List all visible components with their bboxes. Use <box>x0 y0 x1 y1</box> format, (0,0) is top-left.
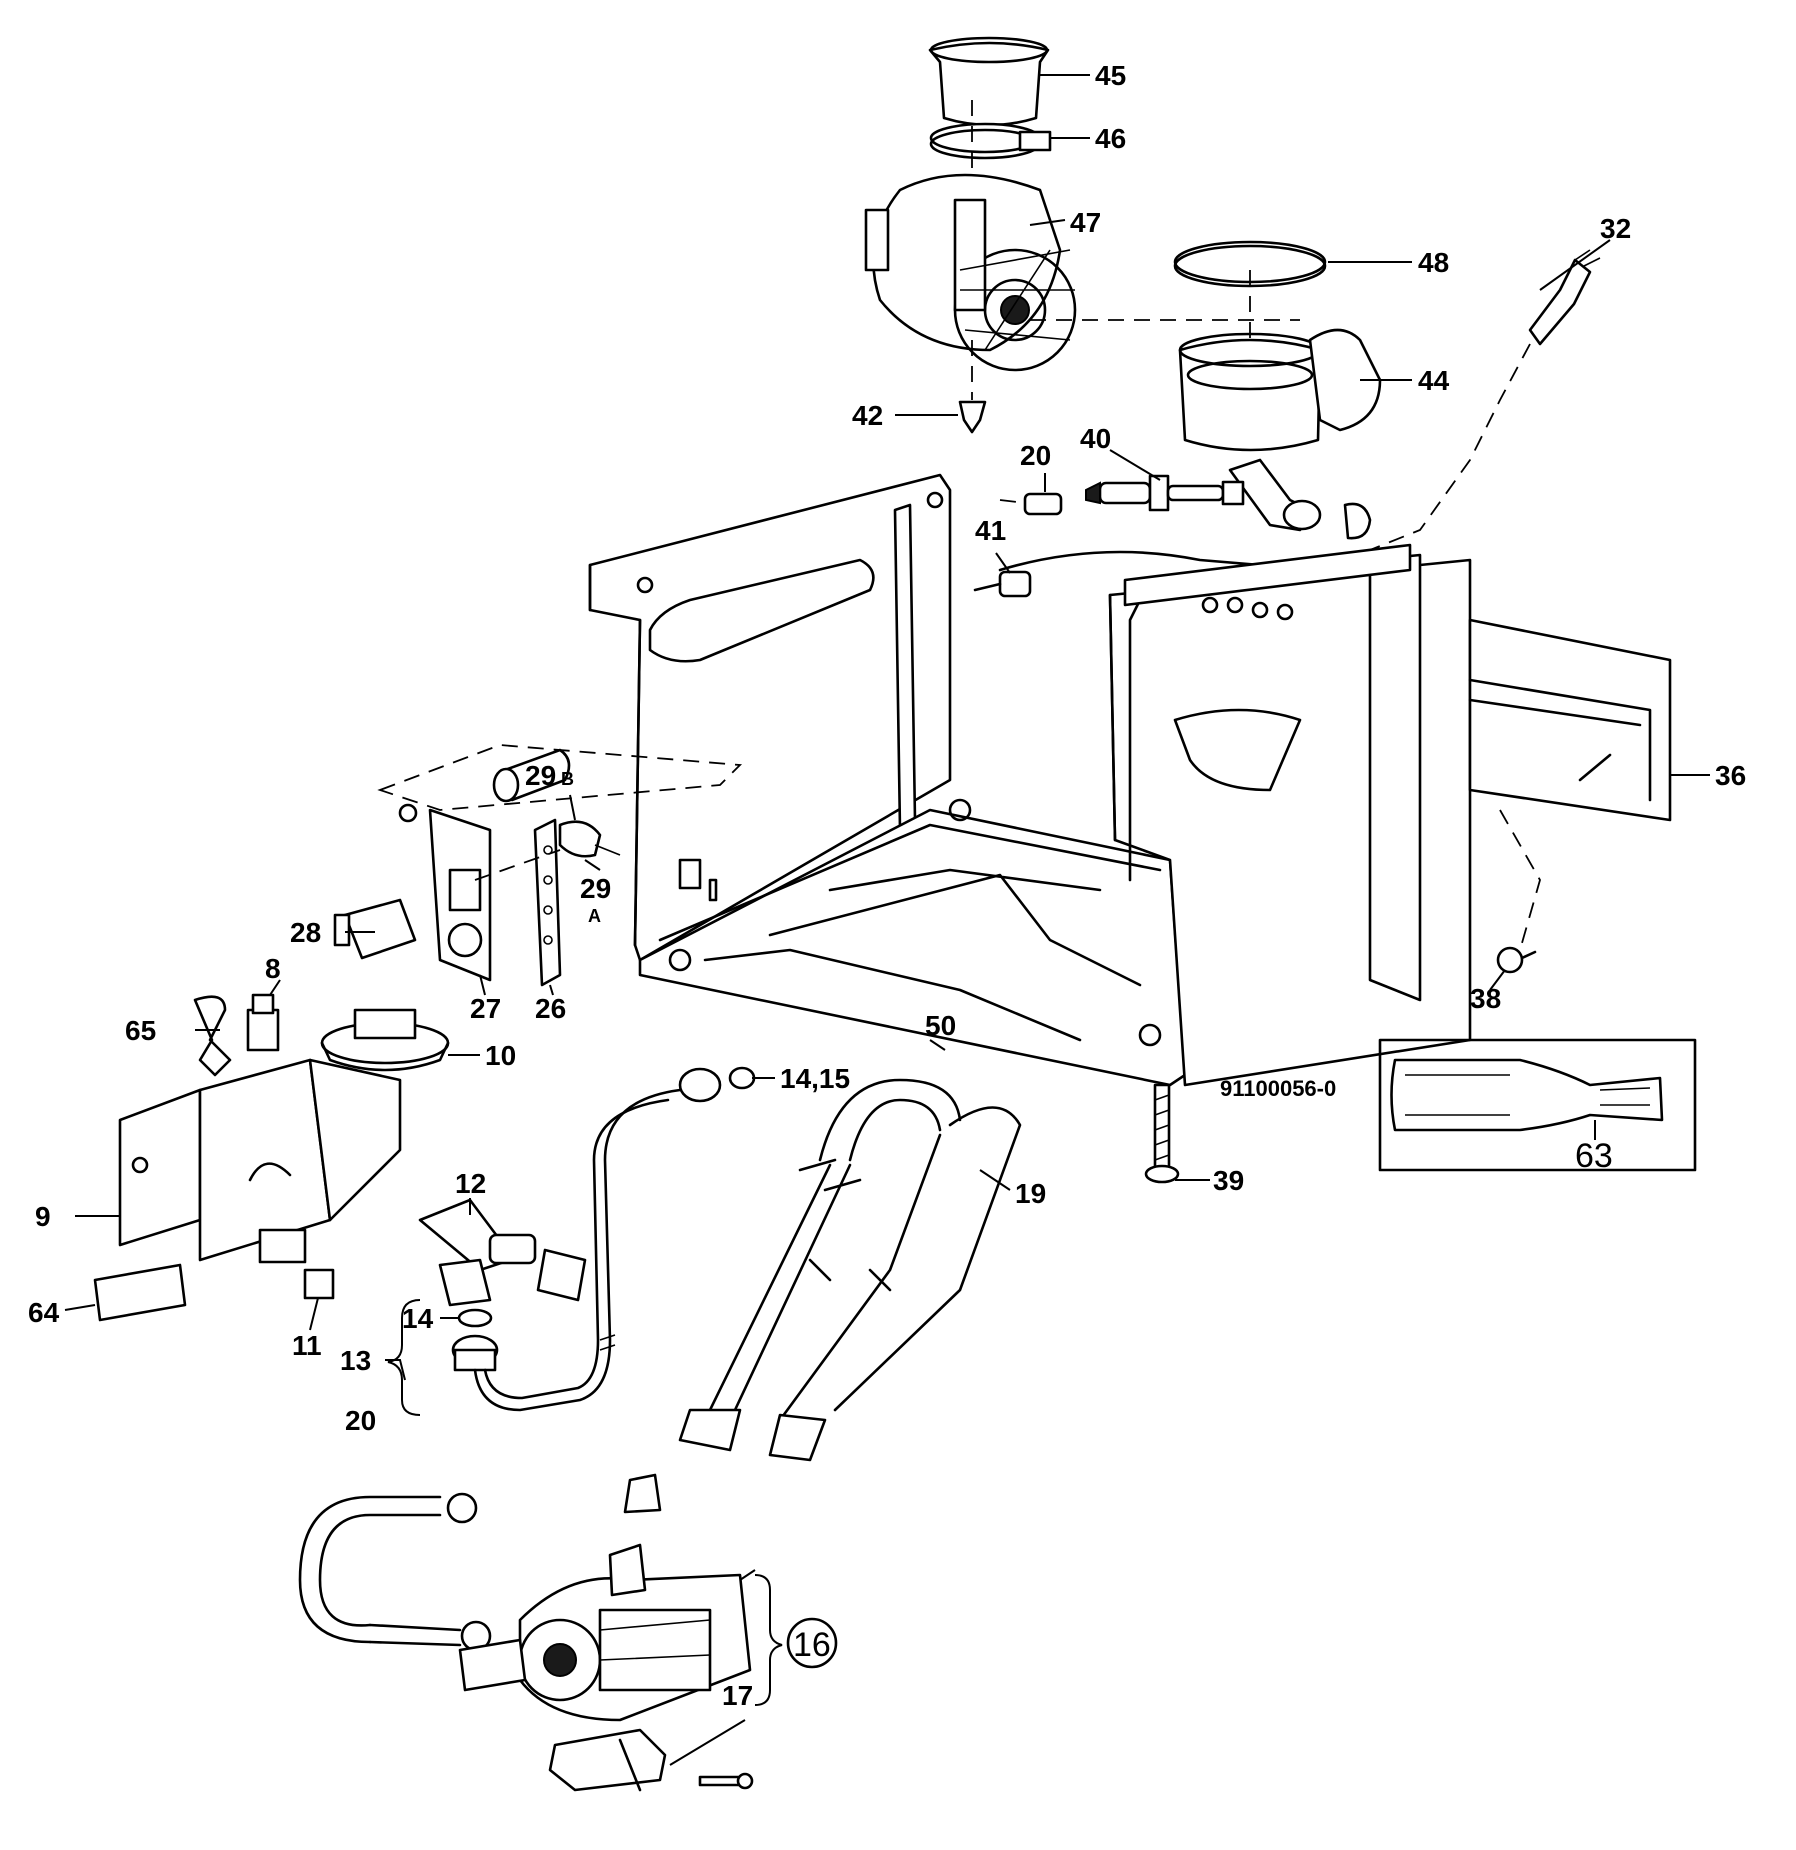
circulation-pump-47 <box>864 100 1077 400</box>
callout-39: 39 <box>1213 1165 1244 1196</box>
callout-17: 17 <box>722 1680 753 1711</box>
bracket-plate-27 <box>428 808 492 982</box>
callout-29b-sub: B <box>561 769 574 789</box>
connector-20-top <box>999 492 1063 516</box>
mounting-plane-dashed <box>377 744 743 811</box>
callout-20-bottom: 20 <box>345 1405 376 1436</box>
callout-10: 10 <box>485 1040 516 1071</box>
inlet-valve-12 <box>418 1198 537 1307</box>
drain-pump-16 <box>458 1543 752 1722</box>
callout-16: 16 <box>793 1626 831 1664</box>
callout-36: 36 <box>1715 760 1746 791</box>
foot-screw-39 <box>1144 1083 1180 1184</box>
plug-cable-32 <box>998 249 1601 572</box>
switch-8 <box>246 993 280 1052</box>
callout-19: 19 <box>1015 1178 1046 1209</box>
gasket-14 <box>457 1308 493 1328</box>
callout-47: 47 <box>1070 207 1101 238</box>
callout-63: 63 <box>1575 1137 1613 1175</box>
u-hose-20 <box>298 1492 492 1652</box>
nut-13 <box>451 1334 499 1372</box>
cabinet-frame <box>588 473 1672 1087</box>
terminal-strip-26 <box>533 818 562 987</box>
clip-part <box>1343 502 1372 540</box>
sleeve-part <box>536 1248 587 1302</box>
callout-44: 44 <box>1418 365 1450 396</box>
callout-50: 50 <box>925 1010 956 1041</box>
callout-16-circle <box>786 1617 838 1669</box>
fill-hose-13 <box>473 1088 682 1412</box>
callout-46: 46 <box>1095 123 1126 154</box>
leader-lines <box>64 74 1710 1766</box>
bracket-braces <box>387 1299 783 1706</box>
filter-cup-45 <box>928 36 1050 127</box>
hose-40 <box>1085 474 1245 512</box>
callout-41: 41 <box>975 515 1006 546</box>
bumper-38 <box>1496 946 1537 974</box>
relay-28 <box>333 898 417 960</box>
capacitor-29b <box>492 748 571 803</box>
sensor-29a <box>474 820 621 881</box>
clip-65 <box>193 995 232 1077</box>
callout-32: 32 <box>1600 213 1631 244</box>
callout-12: 12 <box>455 1168 486 1199</box>
callout-labels: 45 46 47 48 32 44 42 20 40 41 36 38 29 B… <box>28 60 1746 1711</box>
callout-40: 40 <box>1080 423 1111 454</box>
callout-20-top: 20 <box>1020 440 1051 471</box>
callout-29a-sub: A <box>588 906 601 926</box>
grommet-41 <box>973 570 1032 598</box>
bracket-17 <box>548 1728 754 1792</box>
callout-28: 28 <box>290 917 321 948</box>
callout-48: 48 <box>1418 247 1449 278</box>
sump-44 <box>1030 270 1382 532</box>
block-11 <box>303 1268 335 1300</box>
callout-9: 9 <box>35 1201 51 1232</box>
callout-29b: 29 <box>525 760 556 791</box>
cover-64 <box>93 1263 187 1322</box>
callout-65: 65 <box>125 1015 156 1046</box>
nut-14-15 <box>678 1066 756 1103</box>
drain-hose-19 <box>678 1078 1022 1462</box>
callout-27: 27 <box>470 993 501 1024</box>
callout-38: 38 <box>1470 983 1501 1014</box>
reference-code: 91100056-0 <box>1220 1076 1336 1101</box>
callout-45: 45 <box>1095 60 1126 91</box>
callout-14-15: 14,15 <box>780 1063 850 1094</box>
cone-part-42 <box>958 400 987 434</box>
callout-11: 11 <box>292 1330 322 1361</box>
clamp-ring-46 <box>929 122 1052 160</box>
callout-13: 13 <box>340 1345 371 1376</box>
callout-26: 26 <box>535 993 566 1024</box>
pressure-switch-10 <box>320 1008 450 1110</box>
bracket-9 <box>118 1058 402 1264</box>
callout-14: 14 <box>402 1303 434 1334</box>
callout-29a: 29 <box>580 873 611 904</box>
elbow-part <box>623 1473 662 1514</box>
nut-part <box>398 803 418 823</box>
callout-42: 42 <box>852 400 883 431</box>
tool-inset-63 <box>1378 1038 1697 1172</box>
callout-8: 8 <box>265 953 281 984</box>
callout-64: 64 <box>28 1297 60 1328</box>
